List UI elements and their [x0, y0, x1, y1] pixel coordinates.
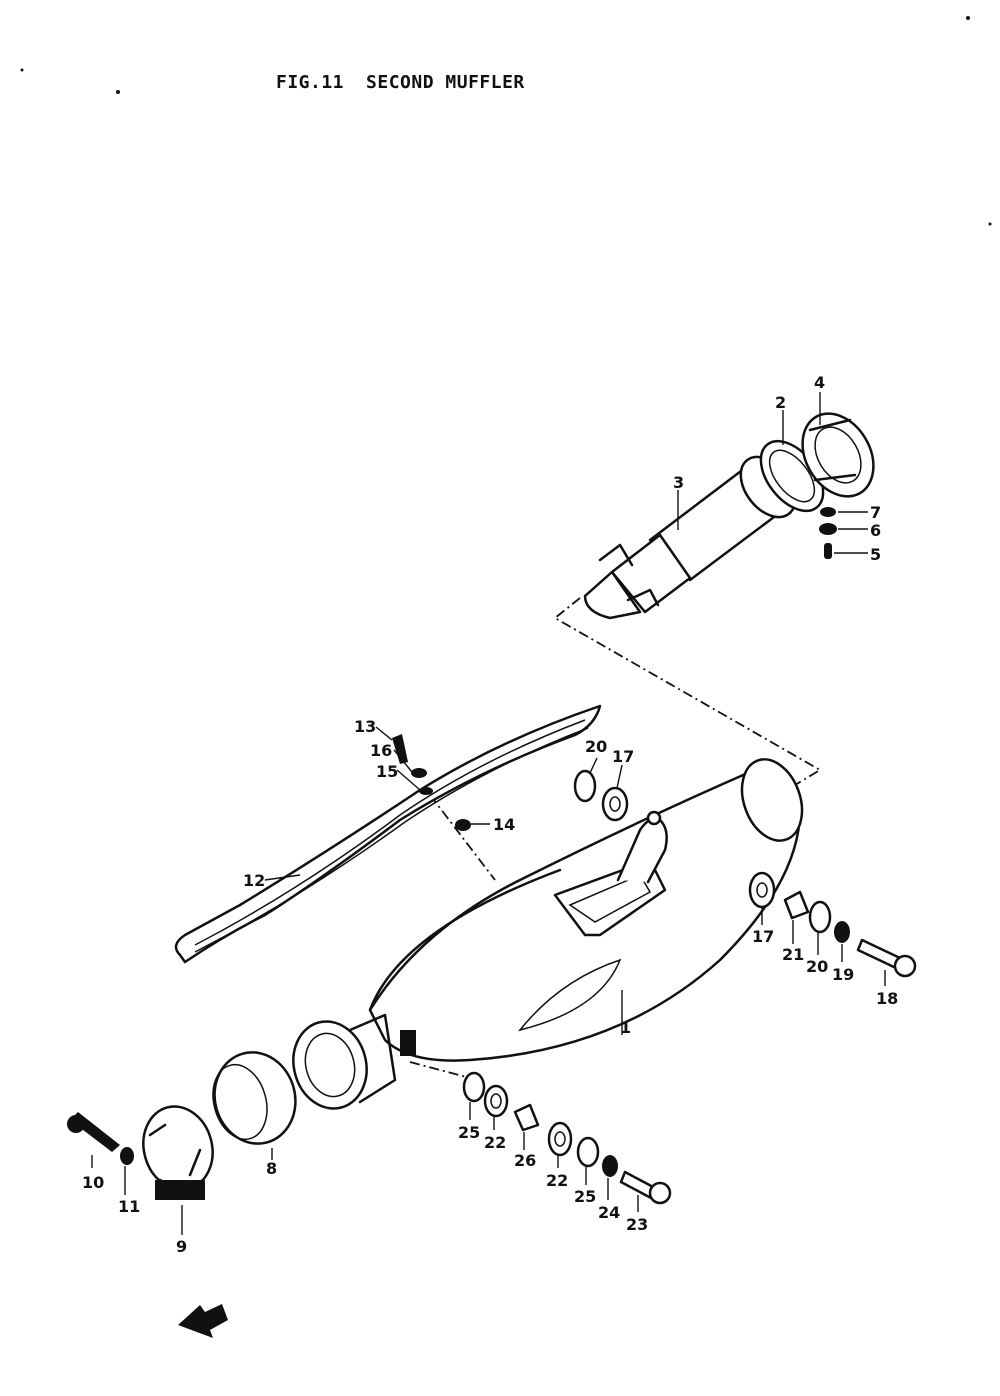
part-label-1: 1	[620, 1018, 631, 1037]
heat-shield	[174, 704, 602, 964]
part-label-24: 24	[598, 1203, 620, 1222]
part-label-25-left: 25	[458, 1123, 480, 1142]
part-label-5: 5	[870, 545, 881, 564]
part-label-22-right: 22	[546, 1171, 568, 1190]
part-label-9: 9	[176, 1237, 187, 1256]
part-label-15: 15	[376, 762, 398, 781]
bracket-fasteners-upper	[573, 769, 629, 822]
part-label-21: 21	[782, 945, 804, 964]
part-label-2: 2	[775, 393, 786, 412]
part-label-19: 19	[832, 965, 854, 984]
part-label-20-lower: 20	[806, 957, 828, 976]
part-label-12: 12	[243, 871, 265, 890]
part-label-17-lower: 17	[752, 927, 774, 946]
bracket-fasteners-lower	[748, 871, 917, 978]
end-cap	[801, 412, 875, 498]
part-label-10: 10	[82, 1173, 104, 1192]
part-label-16: 16	[370, 741, 392, 760]
part-label-3: 3	[673, 473, 684, 492]
shield-fasteners	[392, 734, 471, 831]
outlet-fasteners	[462, 1071, 672, 1205]
part-label-17-upper: 17	[612, 747, 634, 766]
scan-specks	[20, 16, 992, 226]
figure-number: FIG.11	[276, 72, 345, 93]
part-label-11: 11	[118, 1197, 140, 1216]
part-label-4: 4	[814, 373, 825, 392]
front-arrow-icon	[178, 1304, 228, 1338]
part-label-20-upper: 20	[585, 737, 607, 756]
part-label-7: 7	[870, 503, 881, 522]
part-label-13: 13	[354, 717, 376, 736]
figure-title: FIG.11 SECOND MUFFLER	[276, 72, 547, 93]
muffler-body	[368, 758, 804, 1062]
part-label-23: 23	[626, 1215, 648, 1234]
outlet-assembly	[67, 1013, 416, 1200]
cap-fasteners	[819, 507, 837, 559]
part-labels: 1 2 3 4 5 6 7 8 9 10 11 12 13 14 15 16 1…	[82, 373, 898, 1256]
part-label-25-right: 25	[574, 1187, 596, 1206]
part-label-26: 26	[514, 1151, 536, 1170]
part-label-18: 18	[876, 989, 898, 1008]
part-label-22-left: 22	[484, 1133, 506, 1152]
part-label-14: 14	[493, 815, 515, 834]
leader-lines	[91, 392, 886, 1235]
figure-name: SECOND MUFFLER	[366, 72, 525, 93]
part-label-8: 8	[266, 1159, 277, 1178]
part-label-6: 6	[870, 521, 881, 540]
